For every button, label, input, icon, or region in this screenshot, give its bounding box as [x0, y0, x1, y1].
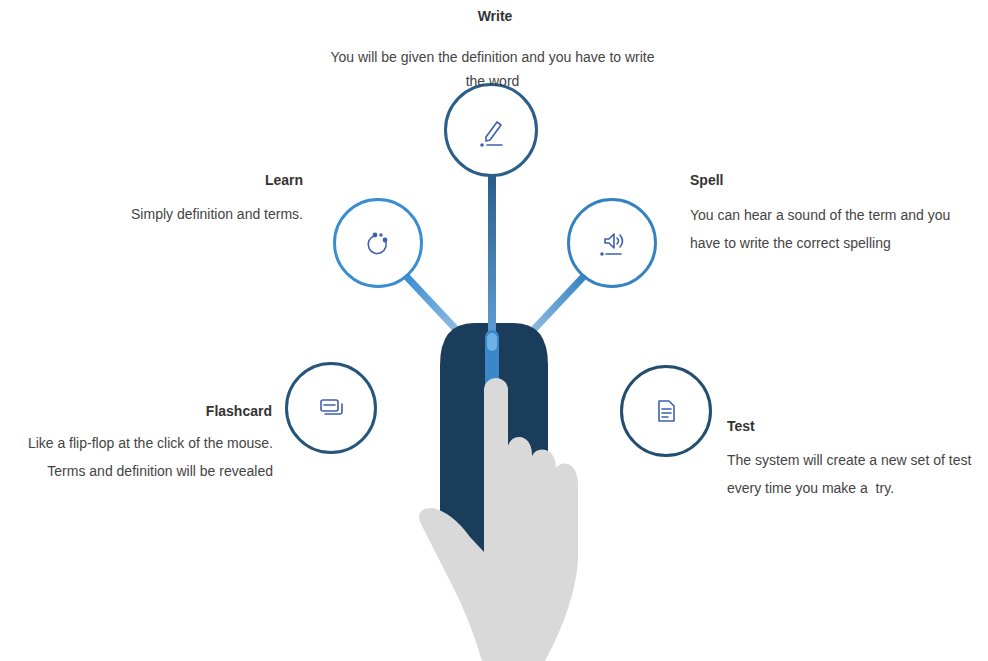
- option-circle: TestThe system will create a new set of …: [620, 365, 712, 457]
- option-heading: Flashcard: [72, 401, 272, 421]
- option-circle: FlashcardLike a flip-flop at the click o…: [285, 362, 377, 454]
- circle-outline: [569, 200, 656, 287]
- option-heading: Test: [727, 416, 927, 436]
- circle-outline: [567, 198, 657, 288]
- option-description: Like a flip-flop at the click of the mou…: [3, 429, 273, 485]
- circle-outline: [622, 367, 711, 456]
- spoke-line: [488, 175, 496, 335]
- option-description: The system will create a new set of test…: [727, 446, 982, 502]
- circle-outline: [335, 200, 422, 287]
- option-description: You can hear a sound of the term and you…: [690, 201, 980, 257]
- option-circle: SpellYou can hear a sound of the term an…: [567, 198, 657, 288]
- circle-outline: [333, 198, 423, 288]
- circle-outline: [620, 365, 712, 457]
- option-heading: Learn: [103, 170, 303, 190]
- hand: [419, 378, 578, 661]
- spoke-line: [372, 405, 442, 412]
- option-circle: WriteYou will be given the definition an…: [444, 83, 538, 177]
- circle-outline: [446, 85, 537, 176]
- option-circle: LearnSimply definition and terms.: [333, 198, 423, 288]
- mouse-wheel: [487, 333, 497, 351]
- spoke-line: [546, 407, 625, 414]
- option-description: You will be given the definition and you…: [330, 45, 655, 93]
- option-heading: Write: [395, 6, 595, 26]
- circle-outline: [287, 364, 376, 453]
- circle-outline: [285, 362, 377, 454]
- circle-outline: [444, 83, 538, 177]
- option-description: Simply definition and terms.: [43, 202, 303, 226]
- option-heading: Spell: [690, 170, 890, 190]
